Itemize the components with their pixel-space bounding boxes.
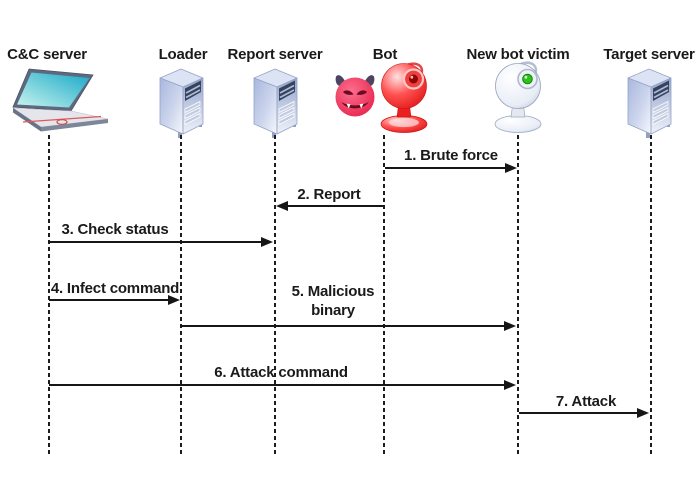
message-arrowhead-2 (276, 201, 288, 211)
server-icon-loader (159, 68, 204, 138)
red-webcam-icon (380, 62, 428, 133)
lifeline-new-bot-victim (517, 135, 519, 457)
message-label-6: 6. Attack command (214, 364, 348, 381)
actor-label-loader: Loader (158, 46, 208, 63)
laptop-icon (12, 68, 108, 132)
message-arrowhead-6 (504, 380, 516, 390)
message-arrowhead-7 (637, 408, 649, 418)
actor-label-report-server: Report server (227, 46, 323, 63)
server-icon-target-server (627, 68, 672, 138)
message-line-5 (181, 325, 505, 327)
actor-label-new-bot-victim: New bot victim (466, 46, 570, 63)
message-arrowhead-4 (168, 295, 180, 305)
message-line-1 (385, 167, 506, 169)
server-icon-report-server (253, 68, 298, 138)
message-line-4 (49, 299, 169, 301)
message-arrowhead-5 (504, 321, 516, 331)
message-line-7 (519, 412, 638, 414)
lifeline-loader (180, 135, 182, 457)
lifeline-cnc-server (48, 135, 50, 457)
message-line-2 (288, 205, 384, 207)
actor-label-bot: Bot (372, 46, 398, 63)
message-arrowhead-3 (261, 237, 273, 247)
message-label-4: 4. Infect command (50, 280, 180, 297)
devil-icon (335, 75, 375, 117)
message-line-3 (49, 241, 262, 243)
message-line-6 (49, 384, 505, 386)
message-label-2: 2. Report (297, 186, 361, 203)
message-label-3: 3. Check status (61, 221, 169, 238)
webcam-icon (494, 61, 542, 133)
message-label-7: 7. Attack (555, 393, 617, 410)
message-arrowhead-1 (505, 163, 517, 173)
lifeline-bot (383, 135, 385, 457)
message-label-5: 5. Malicious binary (291, 283, 375, 319)
lifeline-report-server (274, 135, 276, 457)
actor-label-cnc-server: C&C server (7, 46, 87, 63)
actor-label-target-server: Target server (603, 46, 695, 63)
lifeline-target-server (650, 135, 652, 457)
message-label-1: 1. Brute force (404, 147, 498, 164)
